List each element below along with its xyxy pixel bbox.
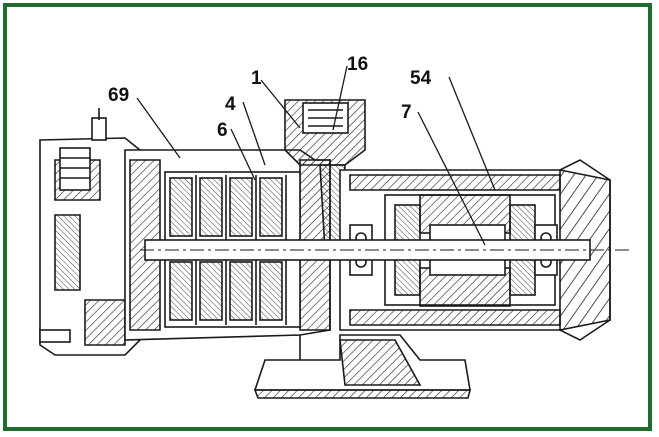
discharge-port [284, 99, 366, 251]
callout-6: 6 [217, 120, 228, 141]
callout-16: 16 [347, 54, 368, 75]
callout-1: 1 [251, 68, 262, 89]
callout-54: 54 [410, 68, 432, 89]
callout-4: 4 [225, 94, 236, 115]
callout-69: 69 [108, 85, 129, 106]
shaft [140, 239, 630, 261]
pump-drawing [39, 65, 630, 399]
callout-labels: 69 4 6 1 16 54 7 [108, 54, 432, 141]
callout-7: 7 [401, 102, 412, 123]
leader-lines [136, 65, 496, 246]
pump-base [253, 334, 472, 399]
pump-head [39, 108, 141, 356]
